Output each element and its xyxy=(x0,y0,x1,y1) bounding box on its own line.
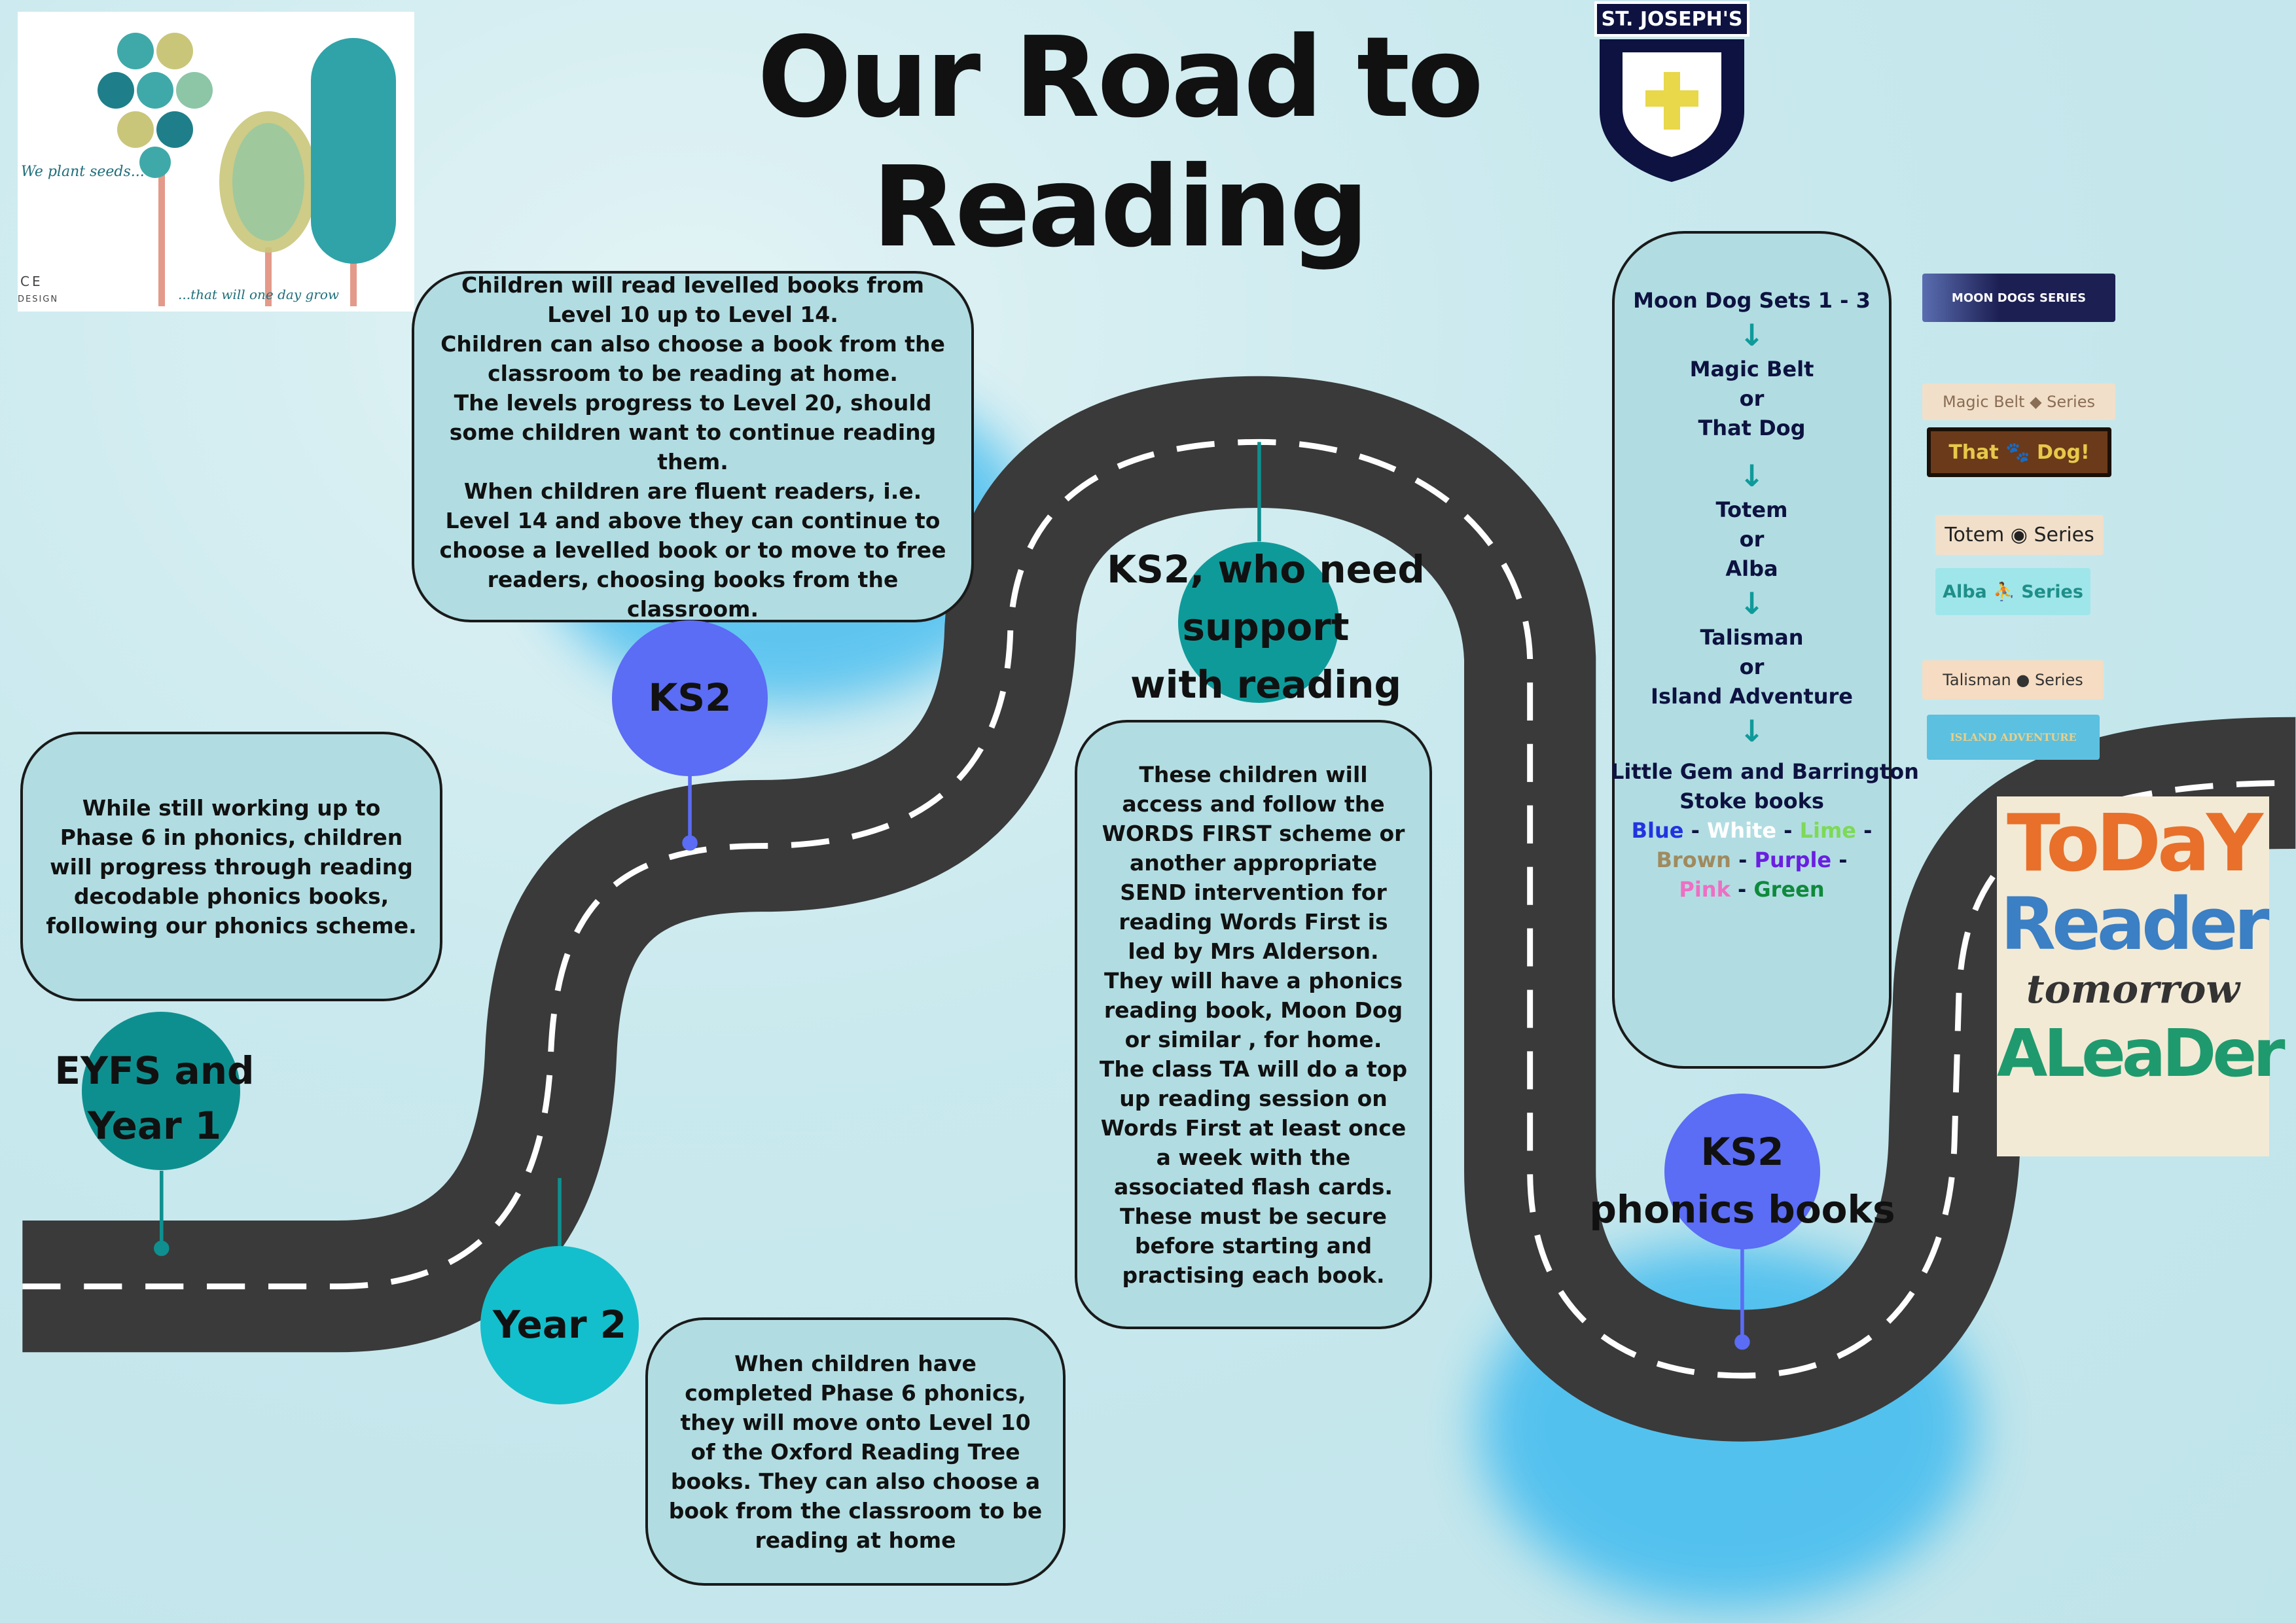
arrow-down-icon: ↓ xyxy=(1739,713,1765,749)
separator: - xyxy=(1731,847,1755,872)
milestone-circle-ks2 xyxy=(612,620,768,776)
arrow-down-icon: ↓ xyxy=(1739,317,1765,353)
moon-dogs-logo: MOON DOGS SERIES xyxy=(1922,274,2115,322)
school-crest: ST. JOSEPH'S xyxy=(1593,0,1751,183)
milestone-label-eyfs: EYFS and Year 1 xyxy=(54,1048,255,1148)
arrow-down-icon: ↓ xyxy=(1739,586,1765,621)
tree-bottom-text: ...that will one day grow xyxy=(178,287,339,302)
colour-green: Green xyxy=(1753,877,1825,902)
colour-blue: Blue xyxy=(1631,818,1684,843)
step-magic-belt: Magic Belt xyxy=(1689,357,1814,382)
milestone-label-year2: Year 2 xyxy=(492,1302,627,1347)
eyfs-info-box: While still working up to Phase 6 in pho… xyxy=(20,732,442,1001)
colour-brown: Brown xyxy=(1656,847,1731,872)
support-info-box: These children will access and follow th… xyxy=(1075,720,1432,1329)
year2-info-box: When children have completed Phase 6 pho… xyxy=(645,1317,1066,1586)
step-totem: Totem xyxy=(1715,497,1788,522)
milestone-label-support: KS2, who need support with reading xyxy=(1107,547,1425,707)
separator: - xyxy=(1683,818,1707,843)
step-moon-dog: Moon Dog Sets 1 - 3 xyxy=(1633,288,1871,313)
separator: - xyxy=(1730,877,1754,902)
poster-line: tomorrow xyxy=(2026,967,2240,1012)
colour-bands: Blue - White - Lime - Brown - Purple - P… xyxy=(1615,816,1889,904)
tree-corner-text: DESIGN xyxy=(18,294,59,304)
milestone-circle-eyfs xyxy=(82,1012,240,1170)
that-dog-logo: That 🐾 Dog! xyxy=(1927,427,2111,477)
step-talisman: Talisman xyxy=(1700,625,1804,650)
milestone-circle-year2 xyxy=(480,1246,639,1404)
step-or: or xyxy=(1739,527,1765,552)
separator: - xyxy=(1856,818,1873,843)
poster-line: Reader xyxy=(2000,882,2269,966)
talisman-logo: Talisman ● Series xyxy=(1922,660,2104,700)
step-or: or xyxy=(1739,386,1765,411)
totem-logo: Totem ◉ Series xyxy=(1935,515,2104,555)
milestone-circle-support xyxy=(1178,542,1339,703)
crest-label: ST. JOSEPH'S xyxy=(1601,8,1743,31)
colour-lime: Lime xyxy=(1799,818,1856,843)
tree-top-text: We plant seeds... xyxy=(21,164,145,180)
ks2-info-box: Children will read levelled books from L… xyxy=(412,271,974,622)
tree-illustration: We plant seeds... ...that will one day g… xyxy=(18,12,414,312)
step-that-dog: That Dog xyxy=(1698,416,1806,440)
phonics-progression-box: Moon Dog Sets 1 - 3 ↓ Magic Belt or That… xyxy=(1611,231,1919,1069)
page-title: Our Road to Reading xyxy=(757,13,1484,272)
step-stoke-books: Stoke books xyxy=(1679,789,1824,813)
milestone-label-ks2-phonics: KS2 phonics books xyxy=(1589,1130,1895,1232)
step-island-adventure: Island Adventure xyxy=(1651,684,1853,709)
poster-line: ALeaDer xyxy=(1997,1015,2286,1092)
milestone-circle-ks2-phonics xyxy=(1664,1094,1820,1249)
poster-line: ToDaY xyxy=(2007,798,2263,889)
separator: - xyxy=(1831,847,1848,872)
step-little-gem: Little Gem and Barrington xyxy=(1611,759,1919,784)
island-adventure-logo: ISLAND ADVENTURE xyxy=(1927,715,2100,760)
alba-logo: Alba ⛹ Series xyxy=(1935,568,2090,615)
today-reader-poster: ToDaY Reader tomorrow ALeaDer xyxy=(1997,796,2286,1156)
step-or: or xyxy=(1739,654,1765,679)
milestone-label-ks2: KS2 xyxy=(648,675,732,720)
arrow-down-icon: ↓ xyxy=(1739,458,1765,493)
colour-purple: Purple xyxy=(1754,847,1832,872)
step-alba: Alba xyxy=(1725,556,1778,581)
colour-pink: Pink xyxy=(1679,877,1731,902)
tree-corner-text: CE xyxy=(20,274,43,289)
colour-white: White xyxy=(1706,818,1777,843)
separator: - xyxy=(1776,818,1800,843)
magic-belt-logo: Magic Belt ◆ Series xyxy=(1922,383,2115,420)
